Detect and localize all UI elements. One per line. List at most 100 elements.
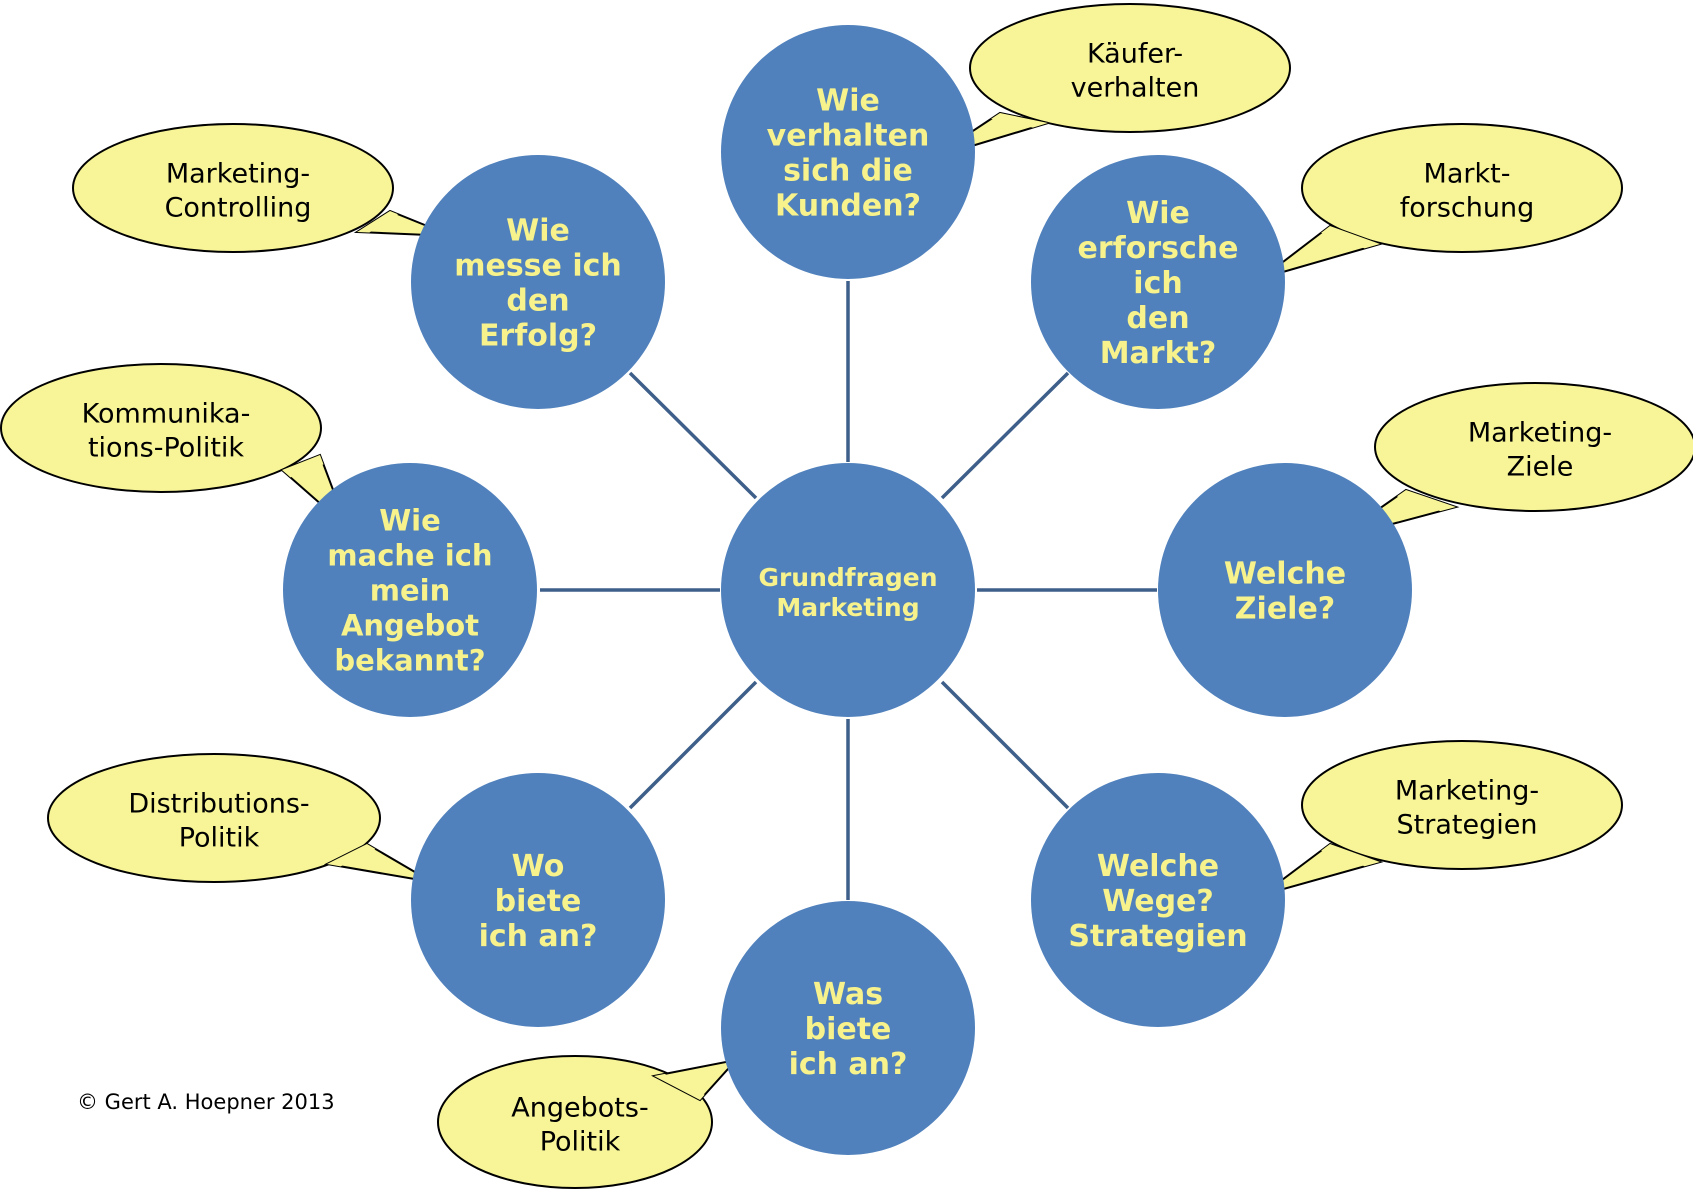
- bubble-shape-angebot: [437, 1055, 713, 1189]
- circle-distribution: [411, 773, 665, 1027]
- question-label-kommunikation-line: mache ich: [327, 538, 492, 572]
- bubble-ziele: Marketing-Ziele: [1335, 382, 1693, 540]
- bubble-label-strategien-line: Strategien: [1397, 810, 1538, 841]
- question-label-kunden-line: Kunden?: [775, 188, 921, 223]
- circle-kommunikation: [283, 463, 537, 717]
- question-label-strategien-line: Strategien: [1068, 919, 1247, 954]
- copyright-text: © Gert A. Hoepner 2013: [77, 1090, 335, 1114]
- bubble-joint-kunden: [991, 113, 1048, 128]
- bubble-label-markt: Markt-forschung: [1400, 159, 1535, 224]
- bubble-markt: Markt-forschung: [1261, 123, 1623, 279]
- bubble-label-angebot-line: Angebots-: [511, 1093, 648, 1124]
- bubble-joint-ziele: [1396, 490, 1456, 512]
- bubble-label-markt-line: Markt-: [1424, 159, 1511, 190]
- bubble-joint-kommunikation: [282, 455, 324, 478]
- question-label-kunden-line: Wie: [816, 83, 880, 118]
- speech-bubbles: Käufer-verhaltenMarkt-forschungMarketing…: [0, 3, 1693, 1189]
- bubble-label-ziele-line: Marketing-: [1468, 418, 1612, 449]
- bubble-label-ziele-line: Ziele: [1507, 452, 1574, 483]
- bubble-shape-strategien: [1301, 740, 1623, 870]
- bubble-label-kommunikation-line: tions-Politik: [88, 433, 244, 464]
- bubble-shape-markt: [1301, 123, 1623, 253]
- bubble-shape-controlling: [72, 123, 394, 253]
- connector-lines: [540, 281, 1157, 900]
- question-label-distribution-line: ich an?: [479, 919, 598, 954]
- question-label-angebot-line: ich an?: [789, 1047, 908, 1082]
- circle-kunden: [721, 25, 975, 279]
- bubble-label-angebot: Angebots-Politik: [511, 1093, 648, 1158]
- question-label-markt-line: ich: [1133, 266, 1182, 301]
- connector-markt: [940, 371, 1070, 500]
- bubble-angebot: Angebots-Politik: [437, 1055, 739, 1189]
- center-label-line: Grundfragen: [758, 563, 937, 592]
- bubble-joint-controlling: [357, 211, 399, 233]
- bubble-joint-markt: [1321, 226, 1380, 249]
- question-label-distribution-line: Wo: [512, 849, 565, 884]
- bubble-controlling: Marketing-Controlling: [72, 123, 453, 253]
- question-label-kommunikation-line: Angebot: [341, 608, 479, 642]
- question-label-controlling-line: Wie: [506, 213, 570, 248]
- question-label-distribution-line: biete: [495, 884, 582, 919]
- question-label-strategien-line: Welche: [1097, 849, 1219, 884]
- bubble-label-angebot-line: Politik: [540, 1127, 621, 1158]
- bubble-label-controlling-line: Controlling: [165, 193, 312, 224]
- question-label-kommunikation-line: mein: [370, 573, 450, 607]
- bubble-joint-distribution: [327, 844, 376, 867]
- bubble-distribution: Distributions-Politik: [47, 753, 433, 883]
- connector-distribution: [628, 680, 758, 810]
- bubble-label-distribution-line: Distributions-: [128, 789, 309, 820]
- bubble-kunden: Käufer-verhalten: [931, 3, 1291, 159]
- question-label-markt-line: Wie: [1126, 196, 1190, 231]
- bubble-label-kunden: Käufer-verhalten: [1071, 39, 1200, 104]
- bubble-shape-kunden: [969, 3, 1291, 133]
- question-label-kommunikation-line: bekannt?: [334, 643, 485, 677]
- bubble-label-strategien: Marketing-Strategien: [1395, 776, 1539, 841]
- question-label-kunden-line: verhalten: [767, 118, 930, 153]
- bubble-joint-angebot: [654, 1073, 705, 1100]
- question-label-angebot-line: Was: [813, 977, 883, 1012]
- bubble-label-controlling-line: Marketing-: [166, 159, 310, 190]
- question-label-markt-line: den: [1126, 301, 1189, 336]
- question-label-kunden-line: sich die: [783, 153, 913, 188]
- question-label-angebot-line: biete: [805, 1012, 892, 1047]
- bubble-strategien: Marketing-Strategien: [1261, 740, 1623, 896]
- circle-ziele: [1158, 463, 1412, 717]
- question-label-controlling-line: Erfolg?: [479, 318, 597, 353]
- question-label-controlling-line: messe ich: [454, 248, 622, 283]
- circle-angebot: [721, 901, 975, 1155]
- bubble-shape-distribution: [47, 753, 381, 883]
- center-label-line: Marketing: [776, 593, 919, 622]
- bubble-label-markt-line: forschung: [1400, 193, 1535, 224]
- bubble-label-distribution: Distributions-Politik: [128, 789, 309, 854]
- question-label-strategien-line: Wege?: [1102, 884, 1214, 919]
- bubble-label-strategien-line: Marketing-: [1395, 776, 1539, 807]
- bubble-label-controlling: Marketing-Controlling: [165, 159, 312, 224]
- question-label-markt-line: Markt?: [1100, 336, 1217, 371]
- bubble-label-kunden-line: Käufer-: [1087, 39, 1183, 70]
- bubble-label-kommunikation: Kommunika-tions-Politik: [82, 399, 251, 464]
- connector-strategien: [940, 680, 1070, 810]
- bubble-shape-kommunikation: [0, 363, 322, 493]
- bubble-label-distribution-line: Politik: [179, 823, 260, 854]
- bubble-joint-strategien: [1321, 844, 1380, 867]
- bubble-kommunikation: Kommunika-tions-Politik: [0, 363, 348, 528]
- connector-controlling: [628, 371, 758, 500]
- bubble-label-ziele: Marketing-Ziele: [1468, 418, 1612, 483]
- question-label-ziele-line: Welche: [1224, 556, 1346, 591]
- bubble-shape-ziele: [1374, 382, 1693, 512]
- question-label-kommunikation-line: Wie: [379, 503, 441, 537]
- question-label-controlling-line: den: [506, 283, 569, 318]
- center-circle: [721, 463, 975, 717]
- question-label-ziele-line: Ziele?: [1235, 591, 1335, 626]
